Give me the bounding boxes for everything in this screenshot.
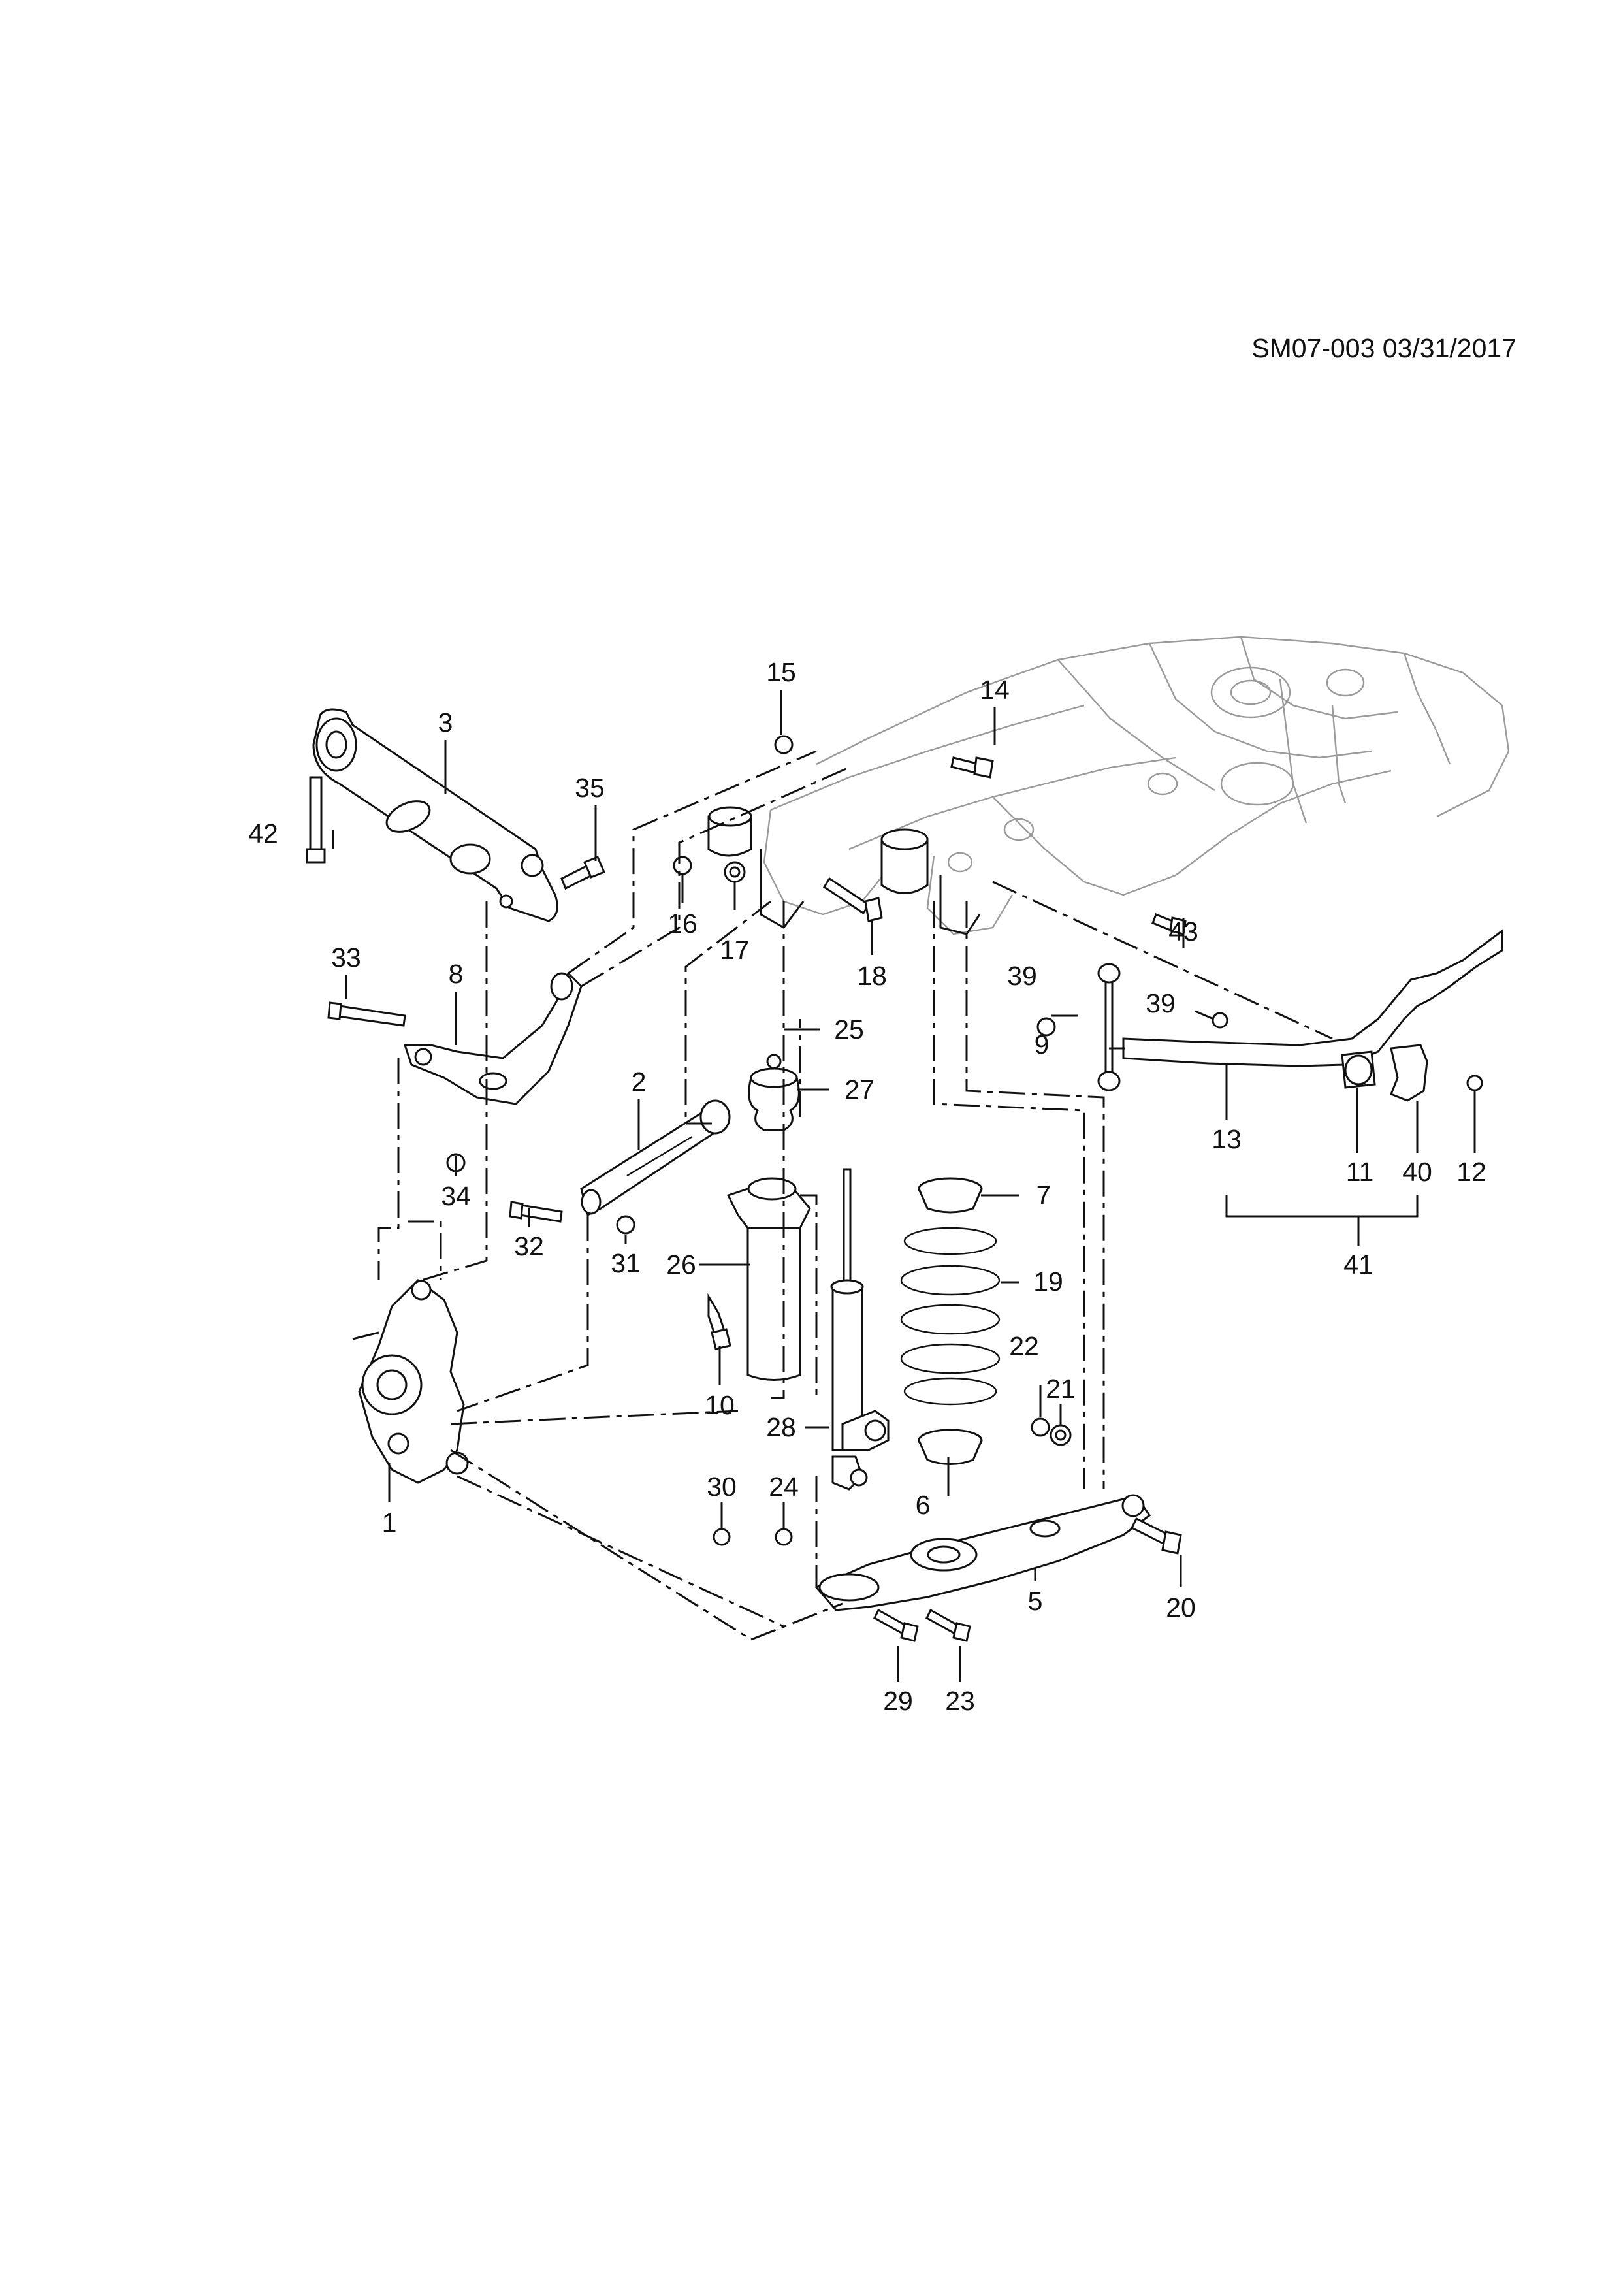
callout-6: 6 (916, 1490, 931, 1520)
callout-12: 12 (1456, 1157, 1486, 1187)
trailing-link (580, 1099, 731, 1217)
callout-9: 9 (1035, 1029, 1050, 1059)
stabilizer-link (1097, 963, 1121, 1091)
callout-39-left: 39 (1007, 961, 1037, 991)
stabilizer-bar (1122, 929, 1503, 1067)
dust-boot-and-bump-stop (726, 1054, 811, 1381)
callout-23: 23 (945, 1686, 975, 1716)
callout-17: 17 (720, 935, 750, 965)
assembly-guide-lines (377, 750, 1333, 1641)
callout-26: 26 (666, 1250, 696, 1280)
shock-absorber (830, 1168, 890, 1491)
upper-control-arm (312, 708, 558, 922)
callout-24: 24 (769, 1472, 799, 1502)
callout-8: 8 (449, 959, 464, 989)
callout-34: 34 (441, 1181, 471, 1211)
callout-41: 41 (1343, 1250, 1373, 1280)
callout-32: 32 (514, 1231, 544, 1261)
callout-30: 30 (707, 1472, 737, 1502)
stabilizer-bracket (1390, 1044, 1428, 1102)
callout-29: 29 (883, 1686, 913, 1716)
callout-25: 25 (834, 1014, 864, 1044)
document-code: SM07-003 03/31/2017 (1251, 333, 1517, 363)
lower-lateral-arm (403, 971, 583, 1105)
callout-11: 11 (1346, 1157, 1374, 1187)
callout-labels: 1 2 3 5 6 7 8 9 10 11 12 13 14 15 16 17 … (248, 657, 1486, 1716)
callout-31: 31 (611, 1248, 641, 1278)
callout-21: 21 (1046, 1374, 1076, 1404)
callout-3: 3 (438, 707, 453, 737)
callout-10: 10 (705, 1390, 735, 1420)
callout-20: 20 (1166, 1593, 1196, 1623)
callout-7: 7 (1036, 1180, 1051, 1210)
callout-15: 15 (766, 657, 796, 687)
callout-16: 16 (667, 909, 698, 939)
callout-27: 27 (844, 1075, 875, 1105)
callout-33: 33 (331, 943, 361, 973)
leader-lines (332, 690, 1476, 1682)
callout-13: 13 (1212, 1124, 1242, 1154)
callout-35: 35 (575, 773, 605, 803)
callout-39-right: 39 (1146, 988, 1176, 1018)
callout-18: 18 (857, 961, 887, 991)
coil-spring-assembly (900, 1177, 1001, 1465)
callout-1: 1 (382, 1508, 397, 1538)
callout-14: 14 (980, 675, 1010, 705)
callout-42: 42 (248, 818, 278, 849)
callout-5: 5 (1028, 1586, 1043, 1616)
callout-19: 19 (1033, 1267, 1063, 1297)
rear-subframe-illustration (763, 636, 1510, 935)
fasteners (306, 735, 1483, 1642)
lower-control-arm (814, 1494, 1151, 1611)
callout-22: 22 (1009, 1331, 1039, 1361)
callout-28: 28 (766, 1412, 796, 1442)
stabilizer-bushing (1341, 1050, 1376, 1089)
callout-43: 43 (1168, 916, 1198, 946)
subframe-bushings (707, 806, 981, 935)
callout-40: 40 (1402, 1157, 1432, 1187)
callout-2: 2 (632, 1067, 647, 1097)
steering-knuckle (352, 1279, 469, 1484)
